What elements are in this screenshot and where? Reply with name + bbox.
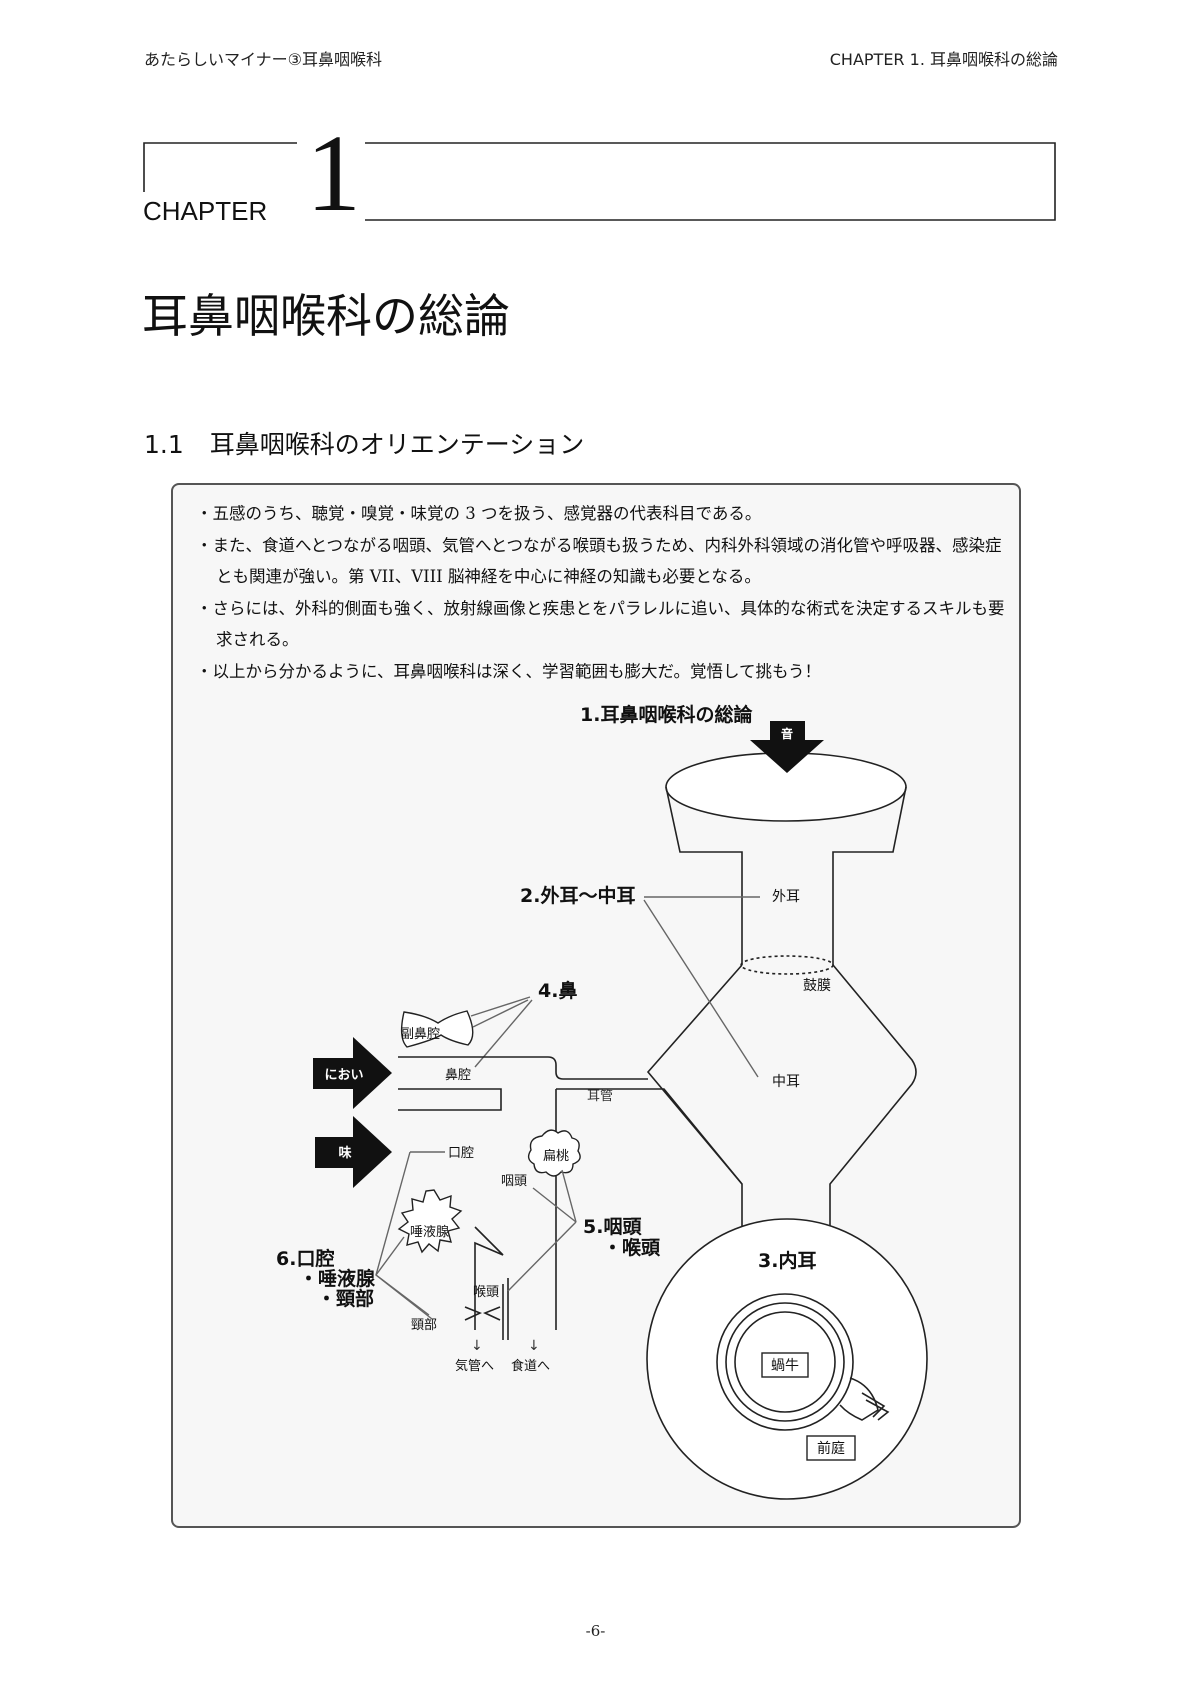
heading-5-line1: 5.咽頭	[583, 1216, 642, 1238]
sound-label: 音	[781, 726, 793, 741]
to-trachea-label: 気管へ	[455, 1358, 494, 1374]
eustachian-label: 耳管	[587, 1089, 613, 1104]
paranasal-label: 副鼻腔	[401, 1026, 440, 1042]
paranasal-sinus-shape	[400, 1010, 474, 1048]
tonsil-label: 扁桃	[543, 1149, 569, 1164]
sound-arrow: 音	[750, 721, 824, 773]
taste-arrow	[315, 1116, 392, 1188]
smell-label: におい	[324, 1068, 363, 1083]
heading-6-line2: ・唾液腺	[299, 1267, 376, 1290]
salivary-gland-shape	[397, 1189, 463, 1254]
larynx-structure	[464, 1226, 509, 1340]
arrow-esophagus: ↓	[528, 1338, 540, 1354]
neck-label: 頸部	[411, 1318, 437, 1333]
arrow-trachea: ↓	[471, 1338, 483, 1354]
eardrum-label: 鼓膜	[803, 978, 831, 994]
cochlea-label: 蝸牛	[771, 1358, 799, 1374]
section-heading: 1.1 耳鼻咽喉科のオリエンテーション	[144, 425, 584, 461]
running-header-right: CHAPTER 1. 耳鼻咽喉科の総論	[829, 50, 1058, 69]
pharynx-label: 咽頭	[501, 1174, 527, 1189]
bullet-item: ・さらには、外科的側面も強く、放射線画像と疾患とをパラレルに追い、具体的な術式を…	[196, 598, 1005, 650]
nasal-passages	[398, 1056, 557, 1111]
vestibule-label: 前庭	[817, 1440, 845, 1457]
larynx-label: 喉頭	[473, 1285, 499, 1300]
chapter-number: 1	[306, 112, 361, 234]
bullet-item: ・また、食道へとつながる咽頭、気管へとつながる喉頭も扱うため、内科外科領域の消化…	[196, 535, 1002, 587]
heading-1: 1.耳鼻咽喉科の総論	[580, 703, 753, 726]
chapter-frame	[143, 142, 1056, 221]
bullet-item: ・以上から分かるように、耳鼻咽喉科は深く、学習範囲も膨大だ。覚悟して挑もう！	[196, 661, 822, 681]
to-esophagus-label: 食道へ	[511, 1358, 550, 1374]
heading-2: 2.外耳〜中耳	[520, 884, 635, 907]
chapter-label: CHAPTER	[143, 196, 268, 226]
heading-6-line1: 6.口腔	[276, 1247, 334, 1270]
oral-cavity-label: 口腔	[448, 1146, 474, 1161]
nasal-cavity-label: 鼻腔	[445, 1067, 471, 1083]
middle-ear-label: 中耳	[772, 1074, 800, 1090]
chapter-title: 耳鼻咽喉科の総論	[142, 289, 510, 343]
salivary-label: 唾液腺	[410, 1225, 449, 1240]
tonsil-shape	[527, 1129, 581, 1177]
section-title: 耳鼻咽喉科のオリエンテーション	[209, 430, 585, 459]
heading-4: 4.鼻	[538, 979, 577, 1002]
bullet-list: ・五感のうち、聴覚・嗅覚・味覚の 3 つを扱う、感覚器の代表科目である。 ・また…	[196, 498, 1006, 687]
bullet-item: ・五感のうち、聴覚・嗅覚・味覚の 3 つを扱う、感覚器の代表科目である。	[196, 504, 762, 523]
taste-label: 味	[338, 1145, 351, 1161]
page-number: -6-	[585, 1622, 606, 1640]
ent-overview-diagram: 音 1.耳鼻咽喉科の総論 2.外耳〜中耳 外耳 鼓膜 中耳 3.内耳 蝸牛 前庭…	[276, 703, 928, 1500]
heading-5-line2: ・喉頭	[603, 1236, 661, 1259]
heading-6-line3: ・頸部	[317, 1287, 374, 1310]
smell-arrow	[313, 1037, 392, 1109]
outer-ear-label: 外耳	[772, 889, 800, 905]
funnel-outer-ear	[555, 752, 917, 1232]
section-number: 1.1	[144, 430, 184, 459]
running-header-left: あたらしいマイナー③耳鼻咽喉科	[144, 50, 383, 69]
heading-3: 3.内耳	[758, 1249, 816, 1272]
